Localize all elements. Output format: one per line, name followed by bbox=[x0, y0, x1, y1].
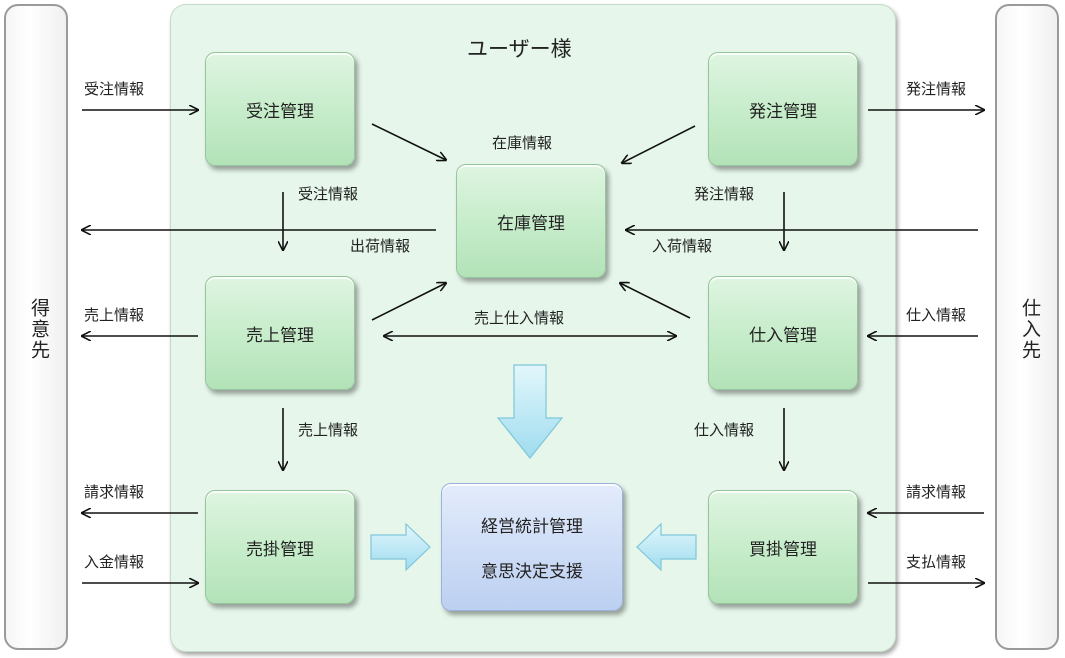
block-arrow-right bbox=[370, 522, 431, 572]
label-billing-left: 請求情報 bbox=[84, 483, 145, 501]
label-sales-purchase: 売上仕入情報 bbox=[474, 309, 565, 327]
block-arrow-down bbox=[496, 364, 564, 459]
label-order-down: 受注情報 bbox=[298, 185, 359, 203]
label-receiving: 入荷情報 bbox=[652, 237, 713, 255]
block-arrow-left bbox=[636, 522, 697, 572]
purchase-order-box: 発注管理 bbox=[708, 52, 858, 166]
order-receiving-box: 受注管理 bbox=[205, 52, 355, 166]
label-order-out-down: 発注情報 bbox=[694, 185, 755, 203]
label-order-out: 発注情報 bbox=[906, 80, 967, 98]
management-stats-box: 経営統計管理 意思決定支援 bbox=[441, 483, 623, 611]
receivables-box: 売掛管理 bbox=[205, 490, 355, 604]
payables-box: 買掛管理 bbox=[708, 490, 858, 604]
sales-box: 売上管理 bbox=[205, 276, 355, 390]
label-purchase-down: 仕入情報 bbox=[694, 421, 755, 439]
arrow-sales-to-inventory bbox=[371, 283, 446, 321]
frame-title: ユーザー様 bbox=[467, 37, 572, 61]
label-inventory-info: 在庫情報 bbox=[492, 134, 553, 152]
supplier-label: 仕入先 bbox=[1019, 298, 1041, 361]
arrow-order-to-inventory bbox=[371, 123, 446, 160]
customer-bar: 得意先 bbox=[4, 4, 68, 650]
supplier-bar: 仕入先 bbox=[995, 4, 1059, 650]
label-payment: 支払情報 bbox=[906, 553, 967, 571]
label-deposit: 入金情報 bbox=[84, 553, 145, 571]
label-shipping: 出荷情報 bbox=[350, 237, 411, 255]
arrow-purchase-to-inventory bbox=[622, 125, 696, 163]
decision-support-label: 意思決定支援 bbox=[481, 562, 583, 582]
label-order-in: 受注情報 bbox=[84, 80, 145, 98]
management-stats-label: 経営統計管理 bbox=[481, 517, 583, 537]
label-billing-right: 請求情報 bbox=[906, 483, 967, 501]
label-purchase-right: 仕入情報 bbox=[906, 306, 967, 324]
label-sales-down: 売上情報 bbox=[298, 421, 359, 439]
label-sales-left: 売上情報 bbox=[84, 306, 145, 324]
purchasing-box: 仕入管理 bbox=[708, 276, 858, 390]
arrow-purchasing-to-inventory bbox=[620, 283, 691, 319]
inventory-box: 在庫管理 bbox=[456, 164, 606, 278]
customer-label: 得意先 bbox=[28, 298, 50, 361]
